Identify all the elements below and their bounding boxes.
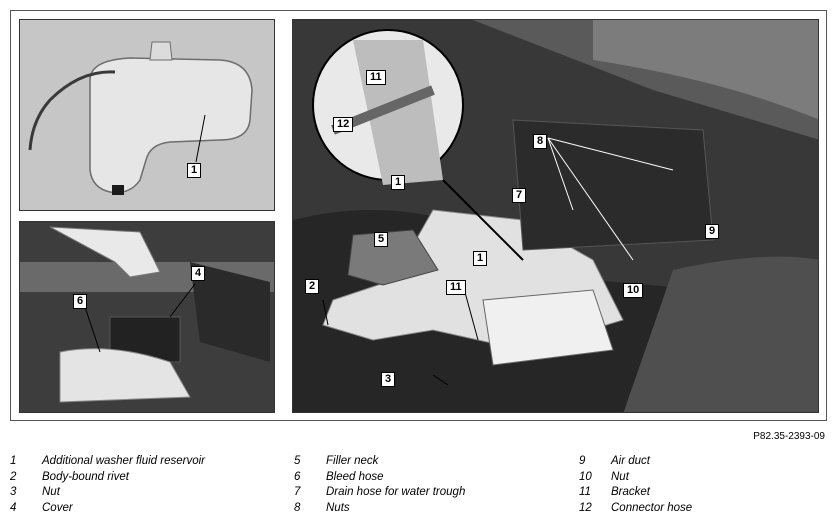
legend-text: Nuts (326, 501, 350, 514)
legend-item: 11 Bracket (579, 485, 829, 500)
legend-item: 4 Cover (10, 501, 280, 516)
panel-engine-compartment: 11 12 1 8 7 9 5 2 11 1 10 3 (292, 19, 819, 413)
legend-item: 8 Nuts (294, 501, 564, 516)
legend-num: 2 (10, 470, 17, 483)
legend-item: 1 Additional washer fluid reservoir (10, 454, 280, 469)
callout-bl-4: 4 (191, 266, 206, 281)
legend-num: 9 (579, 455, 586, 467)
panel-bleed-hose-detail: 4 6 (19, 221, 275, 413)
callout-r-8: 8 (533, 134, 548, 149)
legend-num: 8 (294, 501, 301, 514)
callout-r-1b: 1 (473, 251, 488, 266)
legend-item: 9 Air duct (579, 454, 829, 469)
legend-text: Body-bound rivet (42, 470, 129, 483)
legend-text: Connector hose (611, 501, 693, 514)
callout-r-10: 10 (623, 283, 644, 298)
legend-num: 7 (294, 486, 301, 498)
callout-r-2: 2 (305, 279, 320, 294)
legend-text: Additional washer fluid reservoir (42, 455, 205, 467)
reservoir-illustration (20, 20, 274, 210)
bleed-hose-illustration (20, 222, 274, 412)
legend-num: 1 (10, 455, 17, 467)
callout-r-11a: 11 (366, 70, 386, 85)
legend-text: Filler neck (326, 455, 379, 467)
legend-text: Bleed hose (326, 470, 384, 483)
legend-text: Air duct (611, 455, 650, 467)
legend-num: 3 (10, 486, 17, 498)
legend-num: 12 (579, 501, 592, 514)
legend-item: 10 Nut (579, 470, 829, 485)
legend-num: 10 (579, 470, 592, 483)
legend-item: 3 Nut (10, 485, 280, 500)
legend-item: 6 Bleed hose (294, 470, 564, 485)
callout-r-1a: 1 (391, 175, 406, 190)
legend-item: 2 Body-bound rivet (10, 470, 280, 485)
legend-text: Nut (42, 486, 60, 498)
callout-tl-1: 1 (187, 163, 202, 178)
legend-text: Drain hose for water trough (326, 486, 466, 498)
legend-text: Nut (611, 470, 629, 483)
legend-text: Bracket (611, 486, 650, 498)
callout-r-3: 3 (381, 372, 396, 387)
legend-num: 4 (10, 501, 17, 514)
panel-reservoir-detail: 1 (19, 19, 275, 211)
callout-r-9: 9 (705, 224, 720, 239)
legend-num: 6 (294, 470, 301, 483)
figure-reference: P82.35-2393-09 (753, 431, 825, 442)
callout-bl-6: 6 (73, 294, 88, 309)
legend-num: 11 (579, 486, 591, 498)
legend-num: 5 (294, 455, 301, 467)
callout-r-7: 7 (512, 188, 527, 203)
callout-r-5: 5 (374, 232, 389, 247)
callout-r-11b: 11 (446, 280, 466, 295)
legend-item: 12 Connector hose (579, 501, 829, 516)
legend-text: Cover (42, 501, 73, 514)
callout-r-12: 12 (333, 117, 354, 132)
legend-item: 7 Drain hose for water trough (294, 485, 564, 500)
figure-frame: 1 4 6 (10, 10, 827, 421)
legend-item: 5 Filler neck (294, 454, 564, 469)
